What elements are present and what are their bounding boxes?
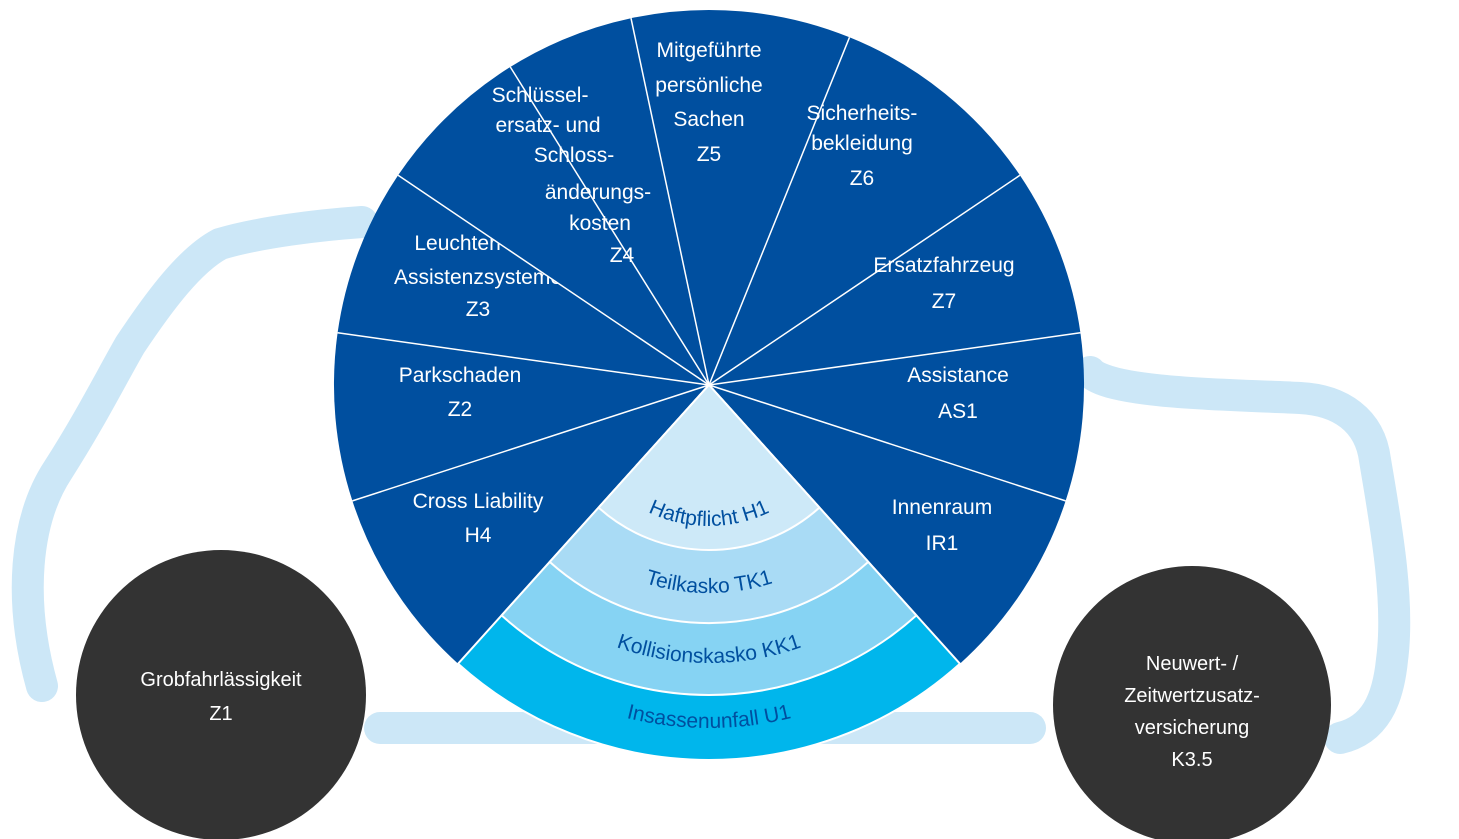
segment-label-line: Sachen	[673, 108, 744, 131]
segment-label-line: persönliche	[655, 74, 762, 97]
circle-label-line: K3.5	[1171, 749, 1212, 771]
segment-label-line: Sicherheits-	[807, 102, 918, 125]
segment-wedge	[709, 175, 1081, 385]
segment-label-line: Ersatzfahrzeug	[873, 254, 1014, 277]
segment-wedge	[333, 332, 709, 501]
segment-separator	[397, 174, 710, 386]
circle-label-line: Z1	[209, 703, 232, 725]
segment-separator	[509, 66, 710, 386]
segment-label-line: Cross Liability	[413, 490, 544, 513]
car-outline-stroke	[1074, 356, 1411, 754]
segment-label-line: Z6	[850, 167, 875, 190]
segment-separator	[708, 332, 1081, 386]
circle-label-line: Neuwert- /	[1146, 653, 1239, 675]
segment-separator	[352, 384, 710, 502]
segment-label-line: Z7	[932, 290, 957, 313]
segment-label-line: änderungs-	[545, 181, 651, 204]
segment-wedge	[337, 175, 709, 385]
circle-label-line: versicherung	[1135, 717, 1250, 739]
circle-shape	[1053, 566, 1331, 839]
segment-separator	[708, 174, 1021, 386]
segment-separator	[337, 332, 710, 386]
segment-label-line: Mitgeführte	[656, 39, 761, 62]
segment-separator	[630, 18, 710, 386]
segment-wedge	[631, 9, 850, 386]
segment-label-line: AS1	[938, 400, 978, 423]
segment-label-line: Innenraum	[892, 496, 992, 519]
segment-label-line: Z3	[466, 298, 491, 321]
segment-label-line: H4	[465, 524, 492, 547]
segment-label-line: Schlüssel-	[492, 84, 589, 107]
segment-label-line: IR1	[926, 532, 959, 555]
segment-wedge	[709, 385, 1066, 664]
segment-label-line: Assistenzsysteme	[394, 266, 562, 289]
segment-wedge	[709, 332, 1085, 501]
car-outline-stroke	[11, 206, 378, 702]
segment-label-line: ersatz- und	[495, 114, 600, 137]
core-level-h1	[597, 383, 821, 551]
segment-label-line: Parkschaden	[399, 364, 522, 387]
circle-label-line: Zeitwertzusatz-	[1124, 685, 1260, 707]
segment-label-line: Z5	[697, 143, 722, 166]
segment-label-line: kosten	[569, 212, 631, 235]
segment-separator	[708, 384, 1066, 502]
circle-label-line: Grobfahrlässigkeit	[140, 669, 302, 691]
segment-label-line: bekleidung	[811, 132, 913, 155]
segment-label-line: Z4	[610, 244, 635, 267]
segment-wedge	[352, 385, 709, 664]
segment-wedge	[398, 18, 709, 385]
segment-label-line: Assistance	[907, 364, 1009, 387]
segment-wedge	[709, 37, 1020, 386]
segment-label-line: Schloss-	[534, 144, 615, 167]
segment-separator	[708, 37, 851, 386]
circle-shape	[76, 550, 366, 839]
segment-label-line: Z2	[448, 398, 473, 421]
